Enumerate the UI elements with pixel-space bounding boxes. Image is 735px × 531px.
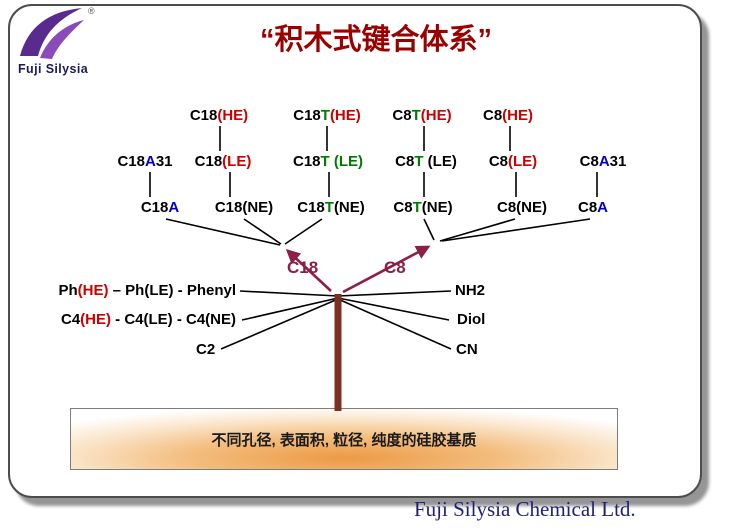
page-title: “积木式键合体系” [259, 24, 492, 56]
tree-node-c8a31: C8A31 [579, 153, 627, 170]
tree-node-c18a: C18A [140, 199, 180, 216]
branch-label-c4: C4(HE) - C4(LE) - C4(NE) [60, 311, 236, 328]
tree-node-c18a31: C18A31 [117, 153, 173, 170]
tree-node-c8t-ne: C8T(NE) [393, 199, 453, 216]
tree-node-c18-he: C18(HE) [189, 107, 249, 124]
tree-node-c8-le: C8(LE) [488, 153, 538, 170]
base-bar-label: 不同孔径, 表面积, 粒径, 纯度的硅胶基质 [211, 431, 477, 449]
branch-label-c2: C2 [196, 341, 216, 358]
branch-label-phenyl: Ph(HE) – Ph(LE) - Phenyl [58, 282, 236, 299]
branch-label-cn: CN [456, 341, 478, 358]
tree-node-c18t-ne: C18T(NE) [297, 199, 365, 216]
company-logo: ® Fuji Silysia [16, 6, 126, 78]
logo-brand-text: Fuji Silysia [18, 62, 89, 76]
branch-label-nh2: NH2 [455, 282, 486, 299]
tree-node-c18-ne: C18(NE) [214, 199, 274, 216]
tree-node-c8t-le: C8T (LE) [395, 153, 457, 170]
arrow-label-c18: C18 [287, 258, 319, 277]
branch-label-diol: Diol [457, 311, 486, 328]
tree-node-c18t-he: C18T(HE) [293, 107, 361, 124]
tree-node-c8-ne: C8(NE) [496, 199, 548, 216]
tree-node-c8t-he: C8T(HE) [392, 107, 452, 124]
tree-node-c18t-le: C18T (LE) [292, 153, 364, 170]
registered-mark: ® [88, 6, 95, 16]
tree-node-c8-he: C8(HE) [482, 107, 534, 124]
logo-swoosh-icon [20, 8, 84, 59]
footer-company-name: Fuji Silysia Chemical Ltd. [414, 497, 636, 521]
tree-node-c8a: C8A [577, 199, 609, 216]
arrow-label-c8: C8 [384, 258, 406, 277]
base-bar: 不同孔径, 表面积, 粒径, 纯度的硅胶基质 [70, 408, 618, 470]
tree-node-c18-le: C18(LE) [194, 153, 252, 170]
